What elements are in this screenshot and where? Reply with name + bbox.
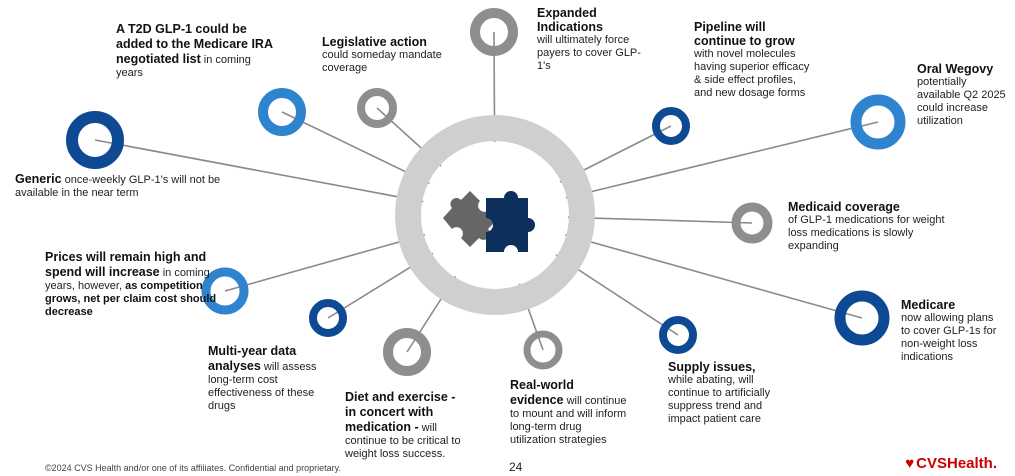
label-prices-text: in coming years, however, [45, 267, 210, 292]
label-multiyear-text: will assess long-term cost effectiveness… [208, 361, 317, 412]
node-supply [659, 316, 697, 354]
label-medicare-text: now allowing plans to cover GLP-1s for n… [901, 312, 997, 363]
label-expanded-title: Expanded Indications [537, 6, 603, 34]
node-pipeline [652, 107, 690, 145]
label-supply-title: Supply issues, [668, 360, 756, 374]
label-realworld-title: Real-world evidence [510, 378, 574, 407]
puzzle-pieces-icon [443, 191, 535, 252]
label-diet-text: will continue to be critical to weight l… [345, 422, 461, 460]
logo-text: CVSHealth. [916, 455, 997, 472]
node-medicare [834, 290, 890, 346]
node-medicaid [731, 202, 773, 244]
node-prices [201, 267, 249, 315]
label-prices-title: Prices will remain high and spend will i… [45, 250, 207, 279]
label-pipeline-title: Pipeline will continue to grow [694, 20, 795, 48]
node-realworld [523, 330, 563, 370]
label-diet-title: Diet and exercise - in concert with medi… [345, 390, 456, 434]
label-t2d: A T2D GLP-1 could be added to the Medica… [116, 22, 276, 80]
label-generic: Generic once-weekly GLP-1's will not be … [15, 172, 250, 200]
label-medicaid-title: Medicaid coverage [788, 200, 900, 214]
label-diet: Diet and exercise - in concert with medi… [345, 390, 470, 461]
label-supply-text: while abating, will continue to artifici… [668, 374, 771, 425]
label-prices-title2: as competition grows, net per claim cost… [45, 280, 217, 318]
label-legislative-text: could someday mandate coverage [322, 49, 442, 74]
cvs-health-logo: ♥CVSHealth. [905, 455, 997, 472]
label-expanded-text: will ultimately force payers to cover GL… [537, 34, 641, 72]
node-t2d [258, 88, 306, 136]
footer-copyright: ©2024 CVS Health and/or one of its affil… [45, 463, 341, 473]
label-medicare: Medicare now allowing plans to cover GLP… [901, 298, 1001, 364]
center-ring [395, 115, 595, 315]
label-oral: Oral Wegovy potentially available Q2 202… [917, 62, 1009, 128]
outer-nodes [66, 8, 906, 376]
label-multiyear: Multi-year data analyses will assess lon… [208, 344, 338, 413]
label-legislative-title: Legislative action [322, 35, 427, 49]
puzzle-piece-gray [443, 191, 498, 247]
node-oral [850, 94, 906, 150]
label-oral-title: Oral Wegovy [917, 62, 994, 76]
label-realworld-text: will continue to mount and will inform l… [510, 395, 627, 446]
label-supply: Supply issues, while abating, will conti… [668, 360, 793, 426]
node-legislative [357, 88, 397, 128]
label-pipeline-text: with novel molecules having superior eff… [694, 48, 810, 99]
label-medicare-title: Medicare [901, 298, 956, 312]
label-medicaid: Medicaid coverage of GLP-1 medications f… [788, 200, 963, 253]
node-expanded [470, 8, 518, 56]
label-oral-text: potentially available Q2 2025 could incr… [917, 76, 1006, 127]
label-pipeline: Pipeline will continue to grow with nove… [694, 20, 814, 100]
label-t2d-text: in coming years [116, 54, 251, 79]
page-number: 24 [509, 460, 523, 474]
label-t2d-title: A T2D GLP-1 could be added to the Medica… [116, 22, 273, 66]
label-generic-text: once-weekly GLP-1's will not be availabl… [15, 174, 221, 199]
label-generic-title: Generic [15, 172, 62, 186]
label-multiyear-title: Multi-year data analyses [208, 344, 297, 373]
label-legislative: Legislative action could someday mandate… [322, 35, 457, 75]
label-prices: Prices will remain high and spend will i… [45, 250, 220, 319]
node-diet [383, 328, 431, 376]
label-expanded: Expanded Indications will ultimately for… [537, 6, 647, 73]
cvs-heart-icon: ♥ [905, 455, 915, 472]
label-realworld: Real-world evidence will continue to mou… [510, 378, 630, 447]
node-multiyear [309, 299, 347, 337]
node-generic [66, 111, 124, 169]
label-medicaid-text: of GLP-1 medications for weight loss med… [788, 214, 945, 252]
puzzle-piece-navy [486, 191, 535, 252]
